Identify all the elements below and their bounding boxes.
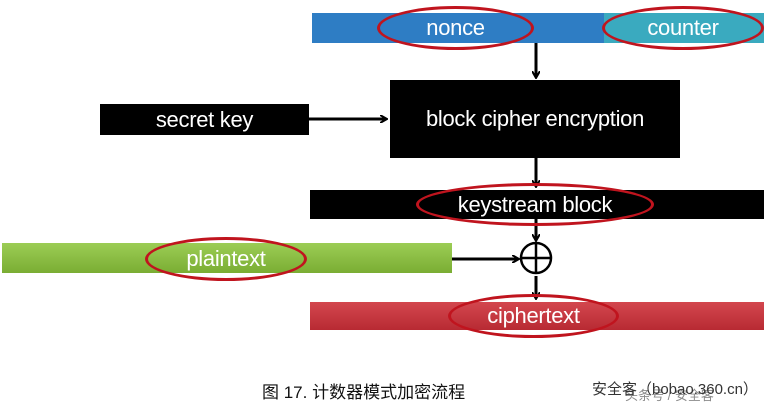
nonce-label: nonce xyxy=(426,15,485,40)
secret-key-box xyxy=(100,104,309,135)
nonce-highlight xyxy=(377,6,534,50)
ciphertext-highlight xyxy=(448,294,619,338)
counter-label: counter xyxy=(647,15,719,40)
caption-text: 图 17. 计数器模式加密流程 xyxy=(262,383,466,402)
ciphertext-label: ciphertext xyxy=(487,303,580,328)
keystream-label: keystream block xyxy=(457,191,613,217)
block-cipher-label: block cipher encryption xyxy=(425,106,645,131)
caption-source: 安全客（bobao.360.cn） xyxy=(592,381,758,398)
counter-highlight xyxy=(602,6,764,50)
plaintext-label: plaintext xyxy=(186,246,266,271)
plaintext-highlight xyxy=(145,237,307,281)
keystream-highlight xyxy=(416,183,654,226)
xor-icon xyxy=(519,241,553,275)
secret-key-label: secret key xyxy=(155,106,254,132)
block-cipher-box xyxy=(390,80,680,158)
watermark: 头条号 / 安全客 xyxy=(625,388,714,403)
